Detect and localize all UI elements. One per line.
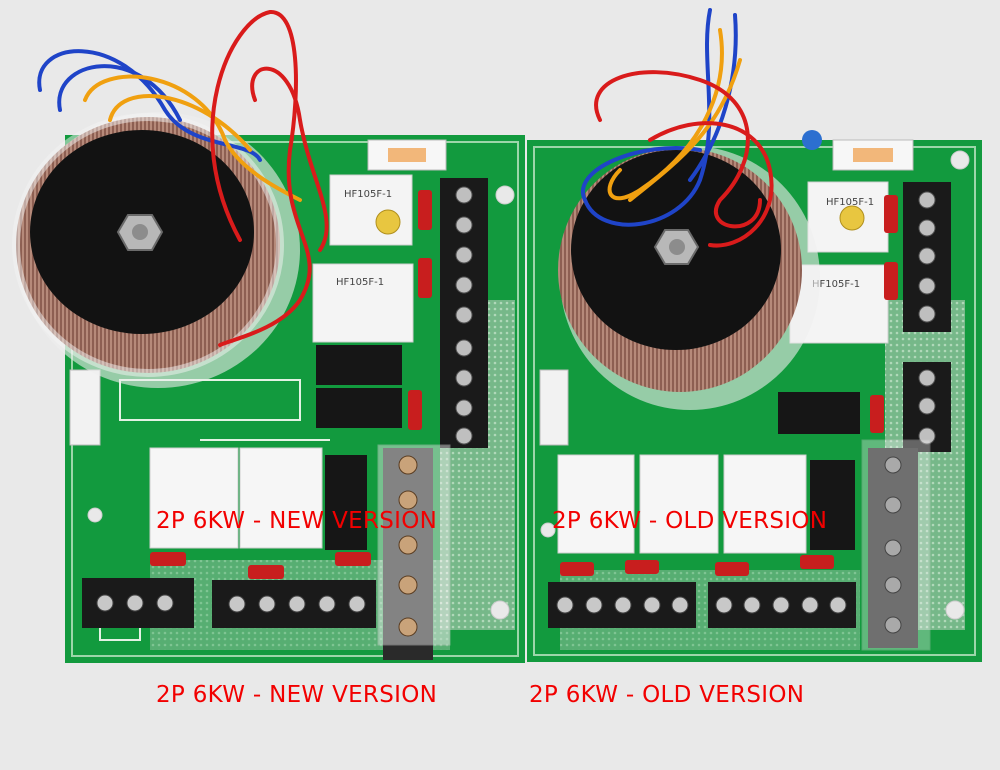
caption-bottom-old-version: 2P 6KW - OLD VERSION [529,682,805,708]
relay-label: HF105F-1 [826,197,874,208]
left-fuse-core [388,148,426,162]
right-toroidal-transformer [558,146,820,410]
left-relay-bottom-1 [149,447,239,549]
right-fuse-core [853,148,893,162]
left-relay-top-2: HF105F-1 [312,263,414,343]
right-relay-top-1: HF105F-1 [807,181,889,253]
right-board: HF105F-1 HF105F-1 [527,8,982,662]
left-transformer-wires [37,9,329,347]
left-black-socket-2 [316,388,402,428]
right-red-capacitor-6 [715,562,749,576]
left-relay-bottom-2 [239,447,323,549]
left-red-capacitor-4 [150,552,186,566]
right-terminal-strip-2 [708,582,856,628]
left-red-capacitor-6 [335,552,371,566]
left-red-capacitor-2 [418,258,432,298]
right-blue-capacitor [802,130,822,150]
right-mount-hole-left [540,522,556,538]
relay-label: HF105F-1 [812,279,860,290]
right-side-connector [539,369,569,446]
cqc-seal-icon [839,205,865,231]
left-terminal-strip-1 [82,578,194,628]
left-black-socket-3 [325,455,367,550]
left-barrier-terminal [377,444,451,660]
left-red-capacitor-5 [248,565,284,579]
left-red-capacitor-3 [408,390,422,430]
left-toroidal-transformer [12,112,300,388]
left-black-socket-1 [316,345,402,385]
left-terminal-strip-2 [212,580,376,628]
left-board: HF105F-1 HF105F-1 [12,9,525,663]
right-transformer-wires [581,8,774,248]
right-red-capacitor-3 [870,395,884,433]
right-relay-bottom-1 [557,454,635,554]
left-mount-hole-bottom [490,600,510,620]
right-terminal-strip-1 [548,582,696,628]
right-relay-bottom-2 [639,454,719,554]
right-mount-hole-bottom [945,600,965,620]
right-red-capacitor-1 [884,195,898,233]
right-mount-hole-top [950,150,970,170]
caption-overlay-old-version: 2P 6KW - OLD VERSION [552,508,828,534]
right-black-socket-1 [778,392,860,434]
right-pcb-outline [533,146,976,656]
right-terminal-column [903,182,951,452]
relay-label: HF105F-1 [336,277,384,288]
right-red-capacitor-4 [560,562,594,576]
right-black-socket-2 [810,460,855,550]
left-side-connector [69,369,101,446]
left-mount-hole-left [87,507,103,523]
caption-bottom-new-version: 2P 6KW - NEW VERSION [156,682,438,708]
relay-label: HF105F-1 [344,189,392,200]
right-barrier-terminal [861,439,931,651]
left-relay-top-1: HF105F-1 [329,174,413,246]
left-red-capacitor-1 [418,190,432,230]
cqc-seal-icon [375,209,401,235]
left-mount-hole-top [495,185,515,205]
right-red-capacitor-5 [625,560,659,574]
right-red-capacitor-2 [884,262,898,300]
right-relay-bottom-3 [723,454,807,554]
left-terminal-column [440,178,488,448]
right-red-capacitor-7 [800,555,834,569]
caption-overlay-new-version: 2P 6KW - NEW VERSION [156,508,438,534]
